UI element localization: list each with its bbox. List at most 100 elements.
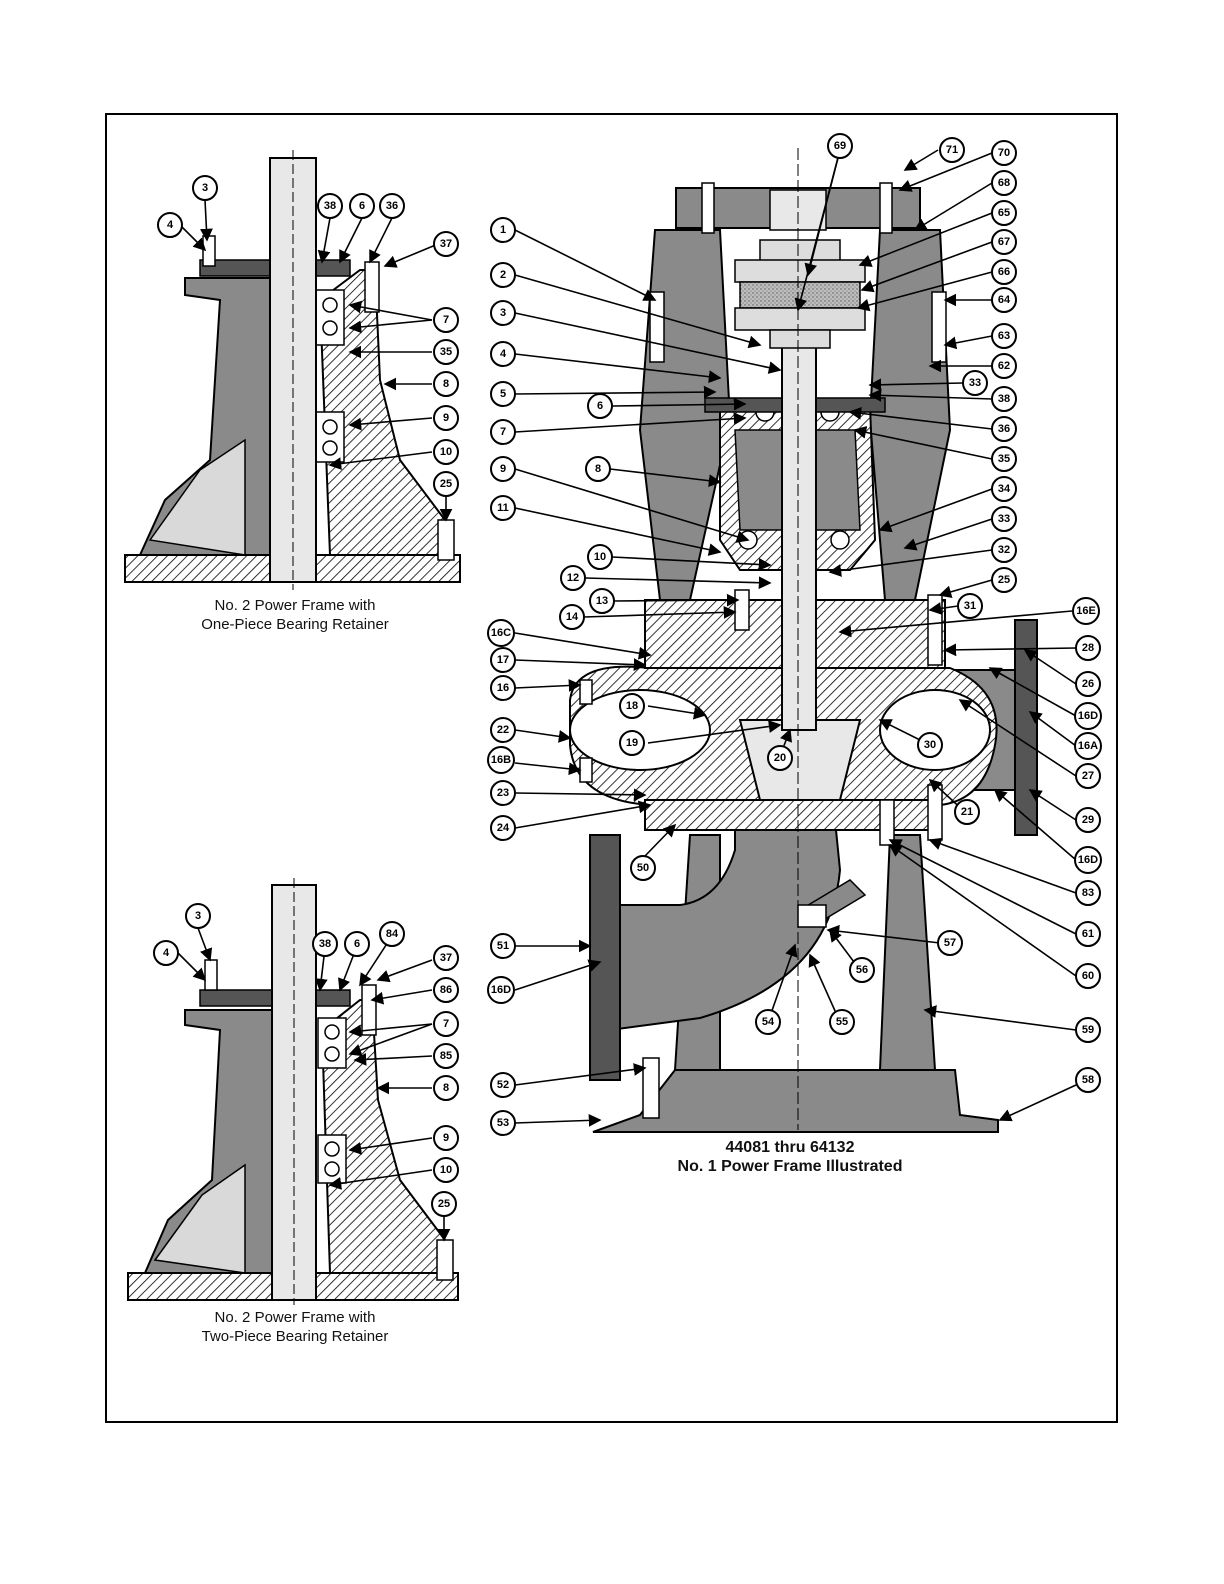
callout-63: 63 bbox=[991, 323, 1017, 349]
callout-37: 37 bbox=[433, 945, 459, 971]
callout-53: 53 bbox=[490, 1110, 516, 1136]
svg-text:6: 6 bbox=[359, 200, 365, 212]
svg-text:34: 34 bbox=[998, 483, 1011, 495]
callout-21: 21 bbox=[954, 799, 980, 825]
svg-text:26: 26 bbox=[1082, 678, 1094, 690]
svg-text:16B: 16B bbox=[491, 754, 511, 766]
svg-text:8: 8 bbox=[443, 1082, 449, 1094]
svg-text:4: 4 bbox=[500, 348, 507, 360]
svg-text:51: 51 bbox=[497, 940, 509, 952]
caption-main-line2: No. 1 Power Frame Illustrated bbox=[677, 1158, 903, 1175]
svg-text:4: 4 bbox=[163, 947, 170, 959]
callout-32: 32 bbox=[991, 537, 1017, 563]
power-frame-main-drawing bbox=[569, 148, 1038, 1133]
callout-9: 9 bbox=[433, 1125, 459, 1151]
callout-2: 2 bbox=[490, 262, 516, 288]
callout-85: 85 bbox=[433, 1043, 459, 1069]
callout-50: 50 bbox=[630, 855, 656, 881]
svg-text:58: 58 bbox=[1082, 1074, 1094, 1086]
svg-text:32: 32 bbox=[998, 544, 1010, 556]
callout-6: 6 bbox=[587, 393, 613, 419]
svg-text:37: 37 bbox=[440, 238, 452, 250]
callout-7: 7 bbox=[433, 1011, 459, 1037]
svg-text:9: 9 bbox=[443, 412, 449, 424]
svg-text:50: 50 bbox=[637, 862, 649, 874]
caption-bottom-left-line2: Two-Piece Bearing Retainer bbox=[201, 1328, 389, 1345]
svg-text:35: 35 bbox=[440, 346, 452, 358]
power-frame-two-piece-drawing bbox=[127, 878, 459, 1305]
svg-text:8: 8 bbox=[595, 463, 601, 475]
callout-16E: 16E bbox=[1072, 597, 1100, 625]
callout-8: 8 bbox=[585, 456, 611, 482]
callout-9: 9 bbox=[433, 405, 459, 431]
callout-11: 11 bbox=[490, 495, 516, 521]
callout-16C: 16C bbox=[487, 619, 515, 647]
svg-text:1: 1 bbox=[500, 224, 506, 236]
callout-62: 62 bbox=[991, 353, 1017, 379]
callout-56: 56 bbox=[849, 957, 875, 983]
callout-60: 60 bbox=[1075, 963, 1101, 989]
svg-text:24: 24 bbox=[497, 822, 510, 834]
callout-3: 3 bbox=[490, 300, 516, 326]
caption-main-line1: 44081 thru 64132 bbox=[725, 1139, 855, 1156]
callout-71: 71 bbox=[939, 137, 965, 163]
svg-text:10: 10 bbox=[440, 1164, 452, 1176]
callout-16A: 16A bbox=[1074, 732, 1102, 760]
callout-25: 25 bbox=[991, 567, 1017, 593]
svg-text:20: 20 bbox=[774, 752, 786, 764]
callout-86: 86 bbox=[433, 977, 459, 1003]
svg-text:63: 63 bbox=[998, 330, 1010, 342]
svg-text:11: 11 bbox=[497, 502, 509, 514]
svg-text:22: 22 bbox=[497, 724, 509, 736]
svg-text:38: 38 bbox=[319, 938, 331, 950]
callout-3: 3 bbox=[185, 903, 211, 929]
callout-52: 52 bbox=[490, 1072, 516, 1098]
callout-35: 35 bbox=[991, 446, 1017, 472]
svg-text:59: 59 bbox=[1082, 1024, 1094, 1036]
svg-text:69: 69 bbox=[834, 140, 846, 152]
callout-4: 4 bbox=[490, 341, 516, 367]
callout-13: 13 bbox=[589, 588, 615, 614]
callout-16D-c: 16D bbox=[487, 976, 515, 1004]
svg-text:66: 66 bbox=[998, 266, 1010, 278]
callout-6: 6 bbox=[349, 193, 375, 219]
callout-55: 55 bbox=[829, 1009, 855, 1035]
svg-text:25: 25 bbox=[998, 574, 1010, 586]
svg-text:5: 5 bbox=[500, 388, 506, 400]
svg-text:68: 68 bbox=[998, 177, 1010, 189]
svg-text:10: 10 bbox=[594, 551, 606, 563]
callout-33: 33 bbox=[962, 370, 988, 396]
svg-text:36: 36 bbox=[386, 200, 398, 212]
leader-lines bbox=[177, 149, 1077, 1242]
svg-text:16C: 16C bbox=[491, 627, 511, 639]
svg-text:16A: 16A bbox=[1078, 740, 1098, 752]
callout-29: 29 bbox=[1075, 807, 1101, 833]
svg-text:8: 8 bbox=[443, 378, 449, 390]
callout-67: 67 bbox=[991, 229, 1017, 255]
svg-text:9: 9 bbox=[500, 463, 506, 475]
callout-16: 16 bbox=[490, 675, 516, 701]
caption-top-left: No. 2 Power Frame with One-Piece Bearing… bbox=[160, 596, 430, 634]
svg-text:29: 29 bbox=[1082, 814, 1094, 826]
svg-text:70: 70 bbox=[998, 147, 1010, 159]
caption-top-left-line1: No. 2 Power Frame with bbox=[214, 597, 376, 614]
svg-text:64: 64 bbox=[998, 294, 1011, 306]
callout-10: 10 bbox=[433, 439, 459, 465]
callout-36: 36 bbox=[991, 416, 1017, 442]
callout-10: 10 bbox=[433, 1157, 459, 1183]
svg-text:16: 16 bbox=[497, 682, 509, 694]
svg-text:3: 3 bbox=[500, 307, 506, 319]
callout-51: 51 bbox=[490, 933, 516, 959]
svg-text:31: 31 bbox=[964, 600, 976, 612]
callout-38: 38 bbox=[317, 193, 343, 219]
callout-65: 65 bbox=[991, 200, 1017, 226]
svg-text:86: 86 bbox=[440, 984, 452, 996]
callout-27: 27 bbox=[1075, 763, 1101, 789]
svg-text:71: 71 bbox=[946, 144, 958, 156]
caption-bottom-left: No. 2 Power Frame with Two-Piece Bearing… bbox=[160, 1308, 430, 1346]
svg-text:25: 25 bbox=[440, 478, 452, 490]
callout-24: 24 bbox=[490, 815, 516, 841]
caption-top-left-line2: One-Piece Bearing Retainer bbox=[201, 616, 389, 633]
svg-text:30: 30 bbox=[924, 739, 936, 751]
svg-text:55: 55 bbox=[836, 1016, 848, 1028]
